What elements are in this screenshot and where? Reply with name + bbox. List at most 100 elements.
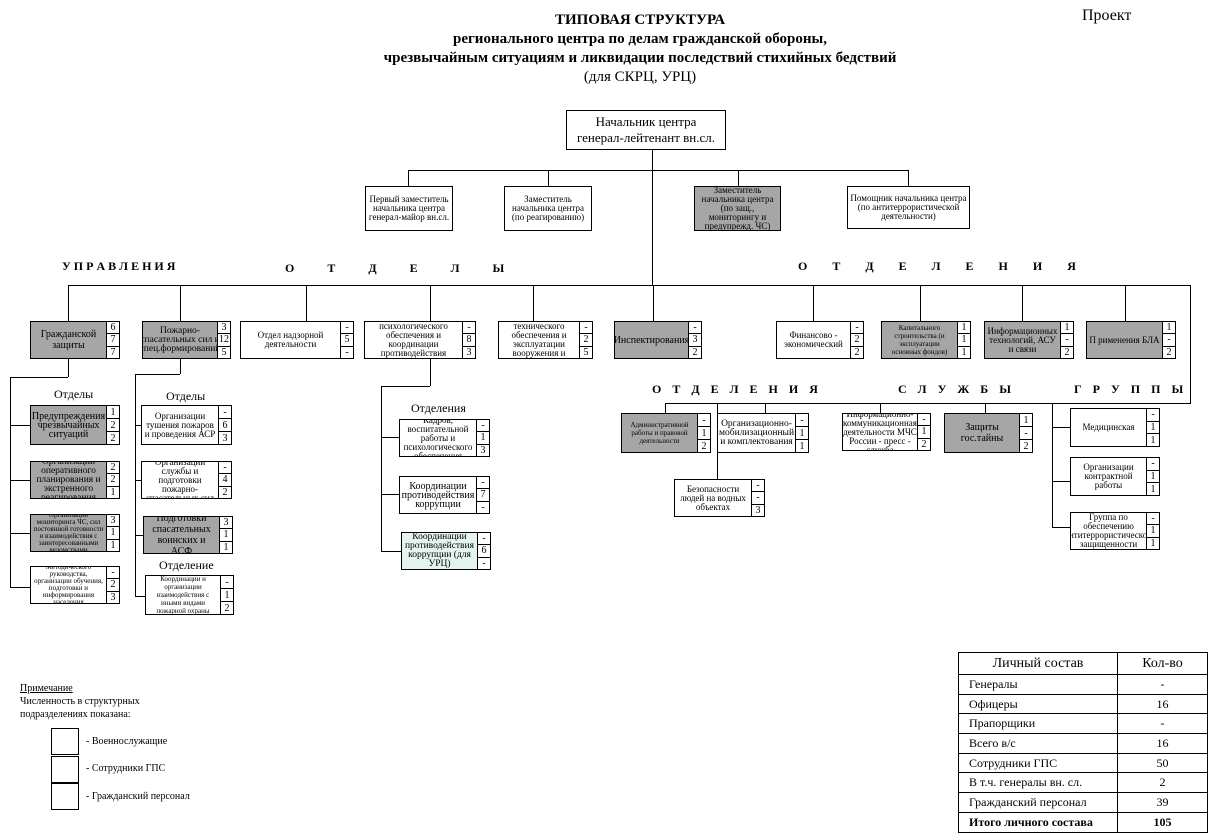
- num: 1: [1163, 322, 1175, 335]
- row-label: Итого личного состава: [958, 811, 1118, 833]
- num: 1: [1020, 414, 1032, 427]
- legend-gps: - Сотрудники ГПС: [86, 763, 166, 774]
- service-press: Информационно-коммуникационная деятельно…: [842, 413, 918, 451]
- row-value: 105: [1117, 811, 1208, 833]
- num: 2: [107, 419, 119, 432]
- row-label: Сотрудники ГПС: [958, 752, 1118, 774]
- num: 1: [799, 440, 805, 452]
- num: -: [752, 480, 764, 493]
- chart-title: ТИПОВАЯ СТРУКТУРА регионального центра п…: [0, 11, 1211, 87]
- num: -: [463, 322, 475, 335]
- legend-box-civil: [51, 783, 79, 810]
- num: 3: [107, 515, 119, 528]
- unit-supervision: Отдел надзорной деятельности: [240, 321, 341, 359]
- num: 1: [1150, 434, 1156, 446]
- row-label: Генералы: [958, 674, 1118, 695]
- unit-text: Капитального строительства (и эксплуатац…: [891, 324, 948, 356]
- num: -: [752, 492, 764, 505]
- label-otdely-2: Отделы: [166, 389, 206, 403]
- num: -: [698, 414, 710, 427]
- dept-methodology: Методического руководства, организации о…: [30, 566, 107, 604]
- num: 1: [958, 322, 970, 335]
- unit-text: Организации контрактной работы: [1083, 462, 1134, 490]
- title-line-2: регионального центра по делам гражданско…: [452, 31, 828, 47]
- unit-numbers: 1-2: [1019, 413, 1033, 453]
- row-value: 16: [1117, 733, 1208, 754]
- unit-text: Организационно-мобилизационный и комплек…: [719, 418, 795, 447]
- note-title: Примечание: [20, 683, 73, 694]
- unit-text: Медицинская: [1082, 422, 1135, 432]
- dept-monitoring: Организации мониторинга ЧС, сил постоянн…: [30, 514, 107, 552]
- title-line-4: (для СКРЦ, УРЦ): [583, 69, 697, 85]
- table-row: В т.ч. генералы вн. сл.2: [958, 772, 1208, 794]
- table-row: Генералы-: [958, 674, 1208, 695]
- num: 1: [1147, 422, 1159, 435]
- dept-planning: Организации оперативного планирования и …: [30, 461, 107, 499]
- deputy-protection-text: Заместитель начальника центра (по защ., …: [701, 186, 774, 231]
- num: 1: [107, 406, 119, 419]
- num: -: [477, 420, 489, 433]
- num: 3: [110, 591, 116, 603]
- unit-text: Информационно-коммуникационная деятельно…: [843, 413, 917, 451]
- unit-civil-protection: Гражданской защиты: [30, 321, 107, 359]
- legend-military: - Военнослужащие: [86, 736, 168, 747]
- row-label: Офицеры: [958, 693, 1118, 715]
- dept-coordination: Координации и организации взаимодействия…: [145, 575, 221, 615]
- num: 2: [692, 346, 698, 358]
- num: 3: [466, 346, 472, 358]
- deputy-first: Первый заместитель начальника центра ген…: [365, 186, 453, 231]
- num: 6: [219, 419, 231, 432]
- num: 12: [218, 334, 230, 347]
- unit-text: Безопасности людей на водных объектах: [680, 483, 746, 512]
- num: -: [851, 322, 863, 335]
- num: 3: [755, 504, 761, 516]
- num: -: [1061, 334, 1073, 347]
- num: -: [341, 322, 353, 335]
- num: -: [1163, 334, 1175, 347]
- num: -: [918, 414, 930, 427]
- note-line-2: подразделениях показана:: [20, 709, 131, 720]
- num: 2: [851, 334, 863, 347]
- num: -: [796, 414, 808, 427]
- num: 2: [701, 440, 707, 452]
- num: 1: [110, 539, 116, 551]
- num: 6: [107, 322, 119, 335]
- dept-anticorruption-urc: Координации противодействия коррупции (д…: [401, 532, 478, 570]
- num: 5: [341, 334, 353, 347]
- assistant-antiterror-text: Помощник начальника центра (по антитерро…: [850, 193, 967, 221]
- unit-text: Инспектирования: [614, 334, 689, 346]
- num: 1: [958, 334, 970, 347]
- dept-prevention: Предупреждения чрезвычайных ситуаций: [30, 405, 107, 445]
- col-header-count: Кол-во: [1117, 652, 1208, 675]
- row-value: 39: [1117, 792, 1208, 813]
- heading-upravleniya: У П Р А В Л Е Н И Я: [62, 259, 176, 273]
- num: 2: [107, 579, 119, 592]
- unit-text: Организации тушения пожаров и проведения…: [144, 410, 216, 439]
- unit-numbers: 1-2: [1162, 321, 1176, 359]
- unit-drones: П рименения БЛА: [1086, 321, 1163, 359]
- num: 1: [107, 527, 119, 540]
- legend-box-gps: [51, 756, 79, 783]
- group-medical: Медицинская: [1070, 408, 1147, 447]
- num: -: [221, 576, 233, 589]
- num: 1: [221, 589, 233, 602]
- dept-personnel-work: Кадров, воспитательной работы и психолог…: [399, 419, 477, 457]
- num: 3: [480, 444, 486, 456]
- unit-fire-rescue: Пожарно-спасательных сил и спец.формиров…: [142, 321, 218, 359]
- assistant-antiterror: Помощник начальника центра (по антитерро…: [847, 186, 970, 229]
- label-otdelenie: Отделение: [159, 558, 214, 572]
- title-line-3: чрезвычайным ситуациям и ликвидации посл…: [383, 50, 897, 66]
